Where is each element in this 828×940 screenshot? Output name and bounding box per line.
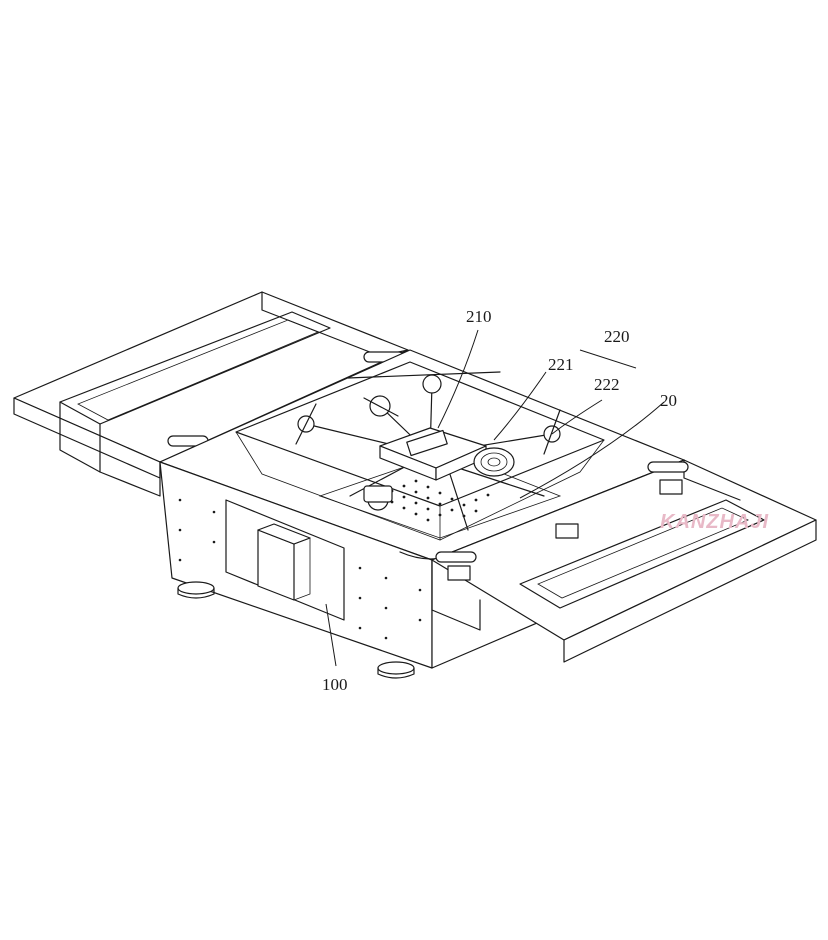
right-tray bbox=[431, 459, 817, 663]
label-222: 222 bbox=[594, 375, 620, 394]
drone bbox=[295, 371, 561, 531]
label-221: 221 bbox=[548, 355, 574, 374]
label-220: 220 bbox=[604, 327, 630, 346]
watermark: KANZHAJI bbox=[660, 511, 769, 533]
leader-lines bbox=[325, 329, 665, 667]
label-100: 100 bbox=[322, 675, 348, 694]
wall-screws bbox=[178, 498, 422, 640]
label-20: 20 bbox=[660, 391, 677, 410]
label-210: 210 bbox=[466, 307, 492, 326]
